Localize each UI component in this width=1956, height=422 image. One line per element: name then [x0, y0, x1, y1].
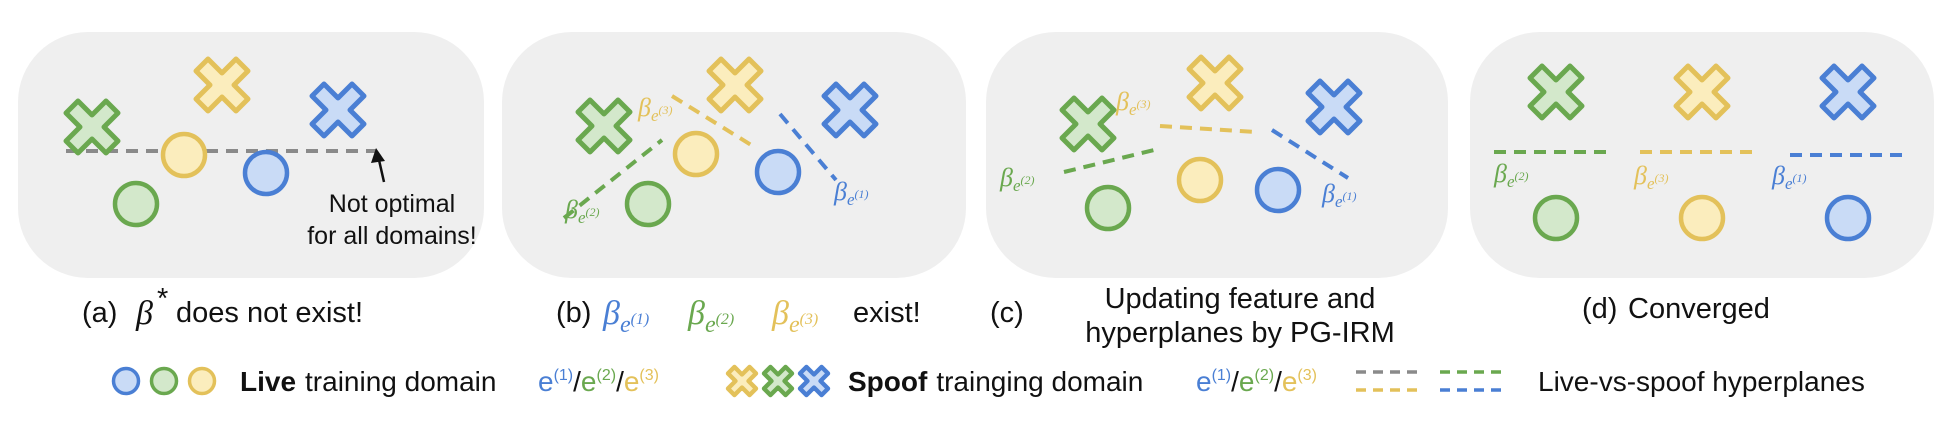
hyperplane-green: [1063, 148, 1155, 174]
label-beta-e1: βe(1): [833, 177, 869, 209]
legend-spoof-domains: e(1)/e(2)/e(3): [1196, 366, 1317, 397]
legend-hyperplanes-label: Live-vs-spoof hyperplanes: [1538, 366, 1865, 397]
svg-text:hyperplanes by PG-IRM: hyperplanes by PG-IRM: [1085, 317, 1394, 349]
label-beta-e3: βe(3): [1633, 161, 1669, 193]
circle-icon: [149, 366, 179, 396]
circle-icon: [1254, 166, 1302, 214]
legend-hyperplane-swatches: [1356, 370, 1508, 392]
panel-d-background: [1470, 32, 1934, 278]
label-beta-e2: βe(2): [1493, 159, 1529, 191]
caption-a: (a) β * does not exist!: [82, 283, 363, 332]
cross-icon: [728, 367, 756, 395]
circle-icon: [1176, 156, 1224, 204]
svg-text:β: β: [135, 295, 153, 332]
hyperplane-green: [562, 138, 664, 220]
circle-icon: [160, 131, 208, 179]
circle-icon: [187, 366, 217, 396]
circle-icon: [624, 180, 672, 228]
label-beta-e3: βe(3): [637, 93, 673, 125]
hyperplane-yellow: [1159, 124, 1257, 134]
panel-c: βe(3) βe(2) βe(1): [999, 57, 1360, 232]
circle-icon: [1532, 194, 1580, 242]
label-beta-e1: βe(1): [1321, 179, 1357, 211]
label-beta-e2: βe(2): [564, 195, 600, 227]
circle-icon: [672, 130, 720, 178]
circle-icon: [1824, 194, 1872, 242]
panel-d: βe(2) βe(3) βe(1): [1493, 66, 1904, 242]
svg-text:(d): (d): [1582, 293, 1617, 325]
svg-text:(c): (c): [990, 297, 1024, 329]
caption-c: (c) Updating feature and hyperplanes by …: [990, 283, 1395, 349]
panel-a: Not optimal for all domains!: [66, 59, 477, 250]
hyperplane-yellow: [670, 94, 758, 150]
label-beta-e3: βe(3): [1115, 87, 1151, 119]
circle-icon: [242, 149, 290, 197]
cross-icon: [800, 367, 828, 395]
circle-icon: [112, 180, 160, 228]
svg-text:exist!: exist!: [853, 297, 921, 329]
circle-icon: [754, 148, 802, 196]
legend-live-domains: e(1)/e(2)/e(3): [538, 366, 659, 397]
panel-b: βe(3) βe(2) βe(1): [562, 59, 876, 228]
label-beta-e2: βe(2): [999, 163, 1035, 195]
svg-text:Converged: Converged: [1628, 293, 1770, 325]
caption-b: (b) βe(1) βe(2) βe(3) exist!: [556, 295, 921, 338]
svg-text:does not exist!: does not exist!: [176, 297, 363, 329]
arrow-icon: [371, 148, 386, 183]
circle-icon: [1084, 184, 1132, 232]
svg-text:βe(1): βe(1): [602, 295, 649, 338]
svg-text:βe(2): βe(2): [687, 295, 734, 338]
note-line-1: Not optimal: [329, 190, 455, 218]
svg-text:βe(3): βe(3): [771, 295, 818, 338]
svg-text:(b): (b): [556, 297, 591, 329]
note-line-2: for all domains!: [307, 222, 477, 250]
hyperplane-blue: [778, 112, 838, 182]
cross-icon: [764, 367, 792, 395]
label-beta-e1: βe(1): [1771, 161, 1807, 193]
caption-d: (d) Converged: [1582, 293, 1770, 325]
svg-text:(a): (a): [82, 297, 117, 329]
svg-text:*: *: [157, 283, 168, 315]
hyperplane-blue: [1270, 128, 1350, 180]
svg-text:Updating feature and: Updating feature and: [1105, 283, 1376, 315]
circle-icon: [111, 366, 141, 396]
panel-b-background: [502, 32, 966, 278]
circle-icon: [1678, 194, 1726, 242]
